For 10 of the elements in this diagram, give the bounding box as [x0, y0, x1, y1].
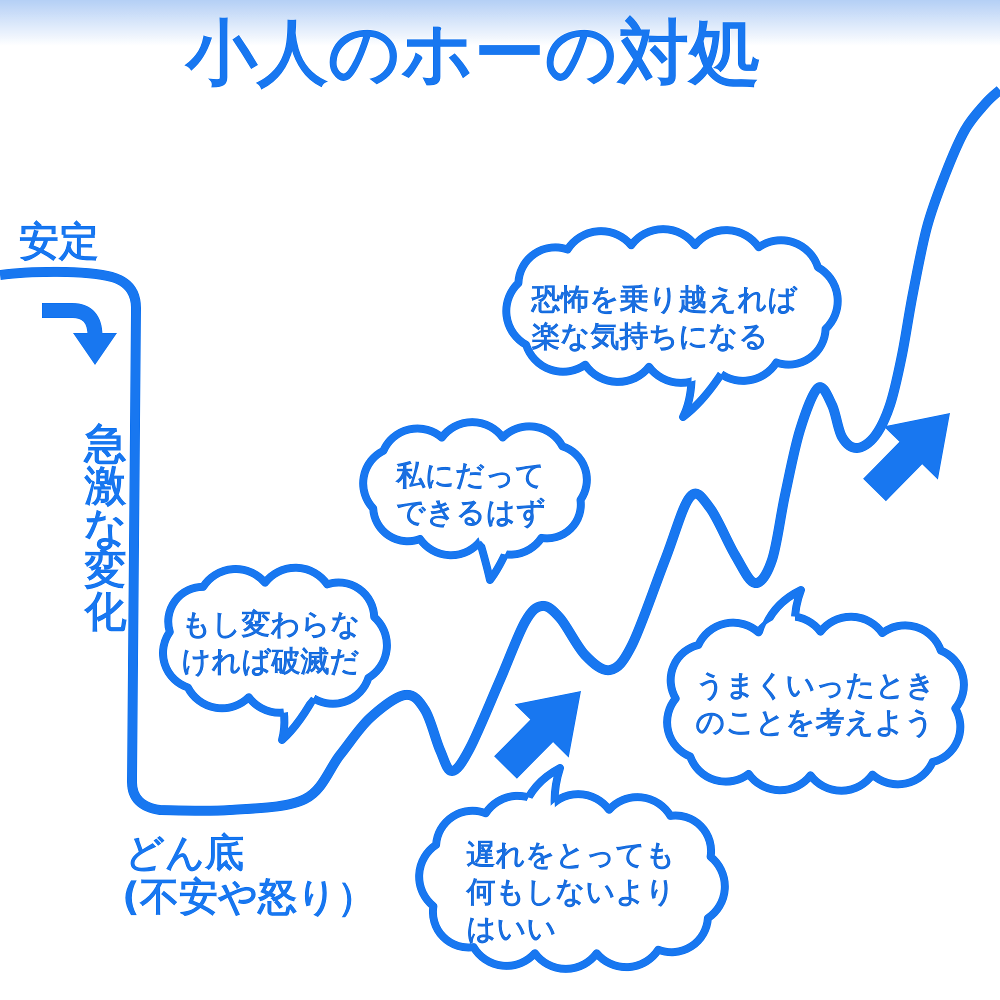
curve-label: どん底 [125, 831, 244, 876]
bubble-text: 恐怖を乗り越えれば楽な気持ちになる [532, 281, 799, 355]
curve-label: 安定 [19, 219, 99, 265]
bubble-text: うまくいったときのことを考えよう [696, 666, 936, 740]
bubble-text: 遅れをとっても何もしないよりはいい [466, 836, 676, 947]
curve-label: (不安や怒り） [122, 875, 376, 920]
title: 小人のホーの対処 [186, 12, 760, 94]
bubble-text: 私にだってできるはず [396, 457, 547, 531]
bubble-text: もし変わらなければ破滅だ [182, 606, 362, 680]
curve-label: 急激な変化 [84, 423, 127, 633]
